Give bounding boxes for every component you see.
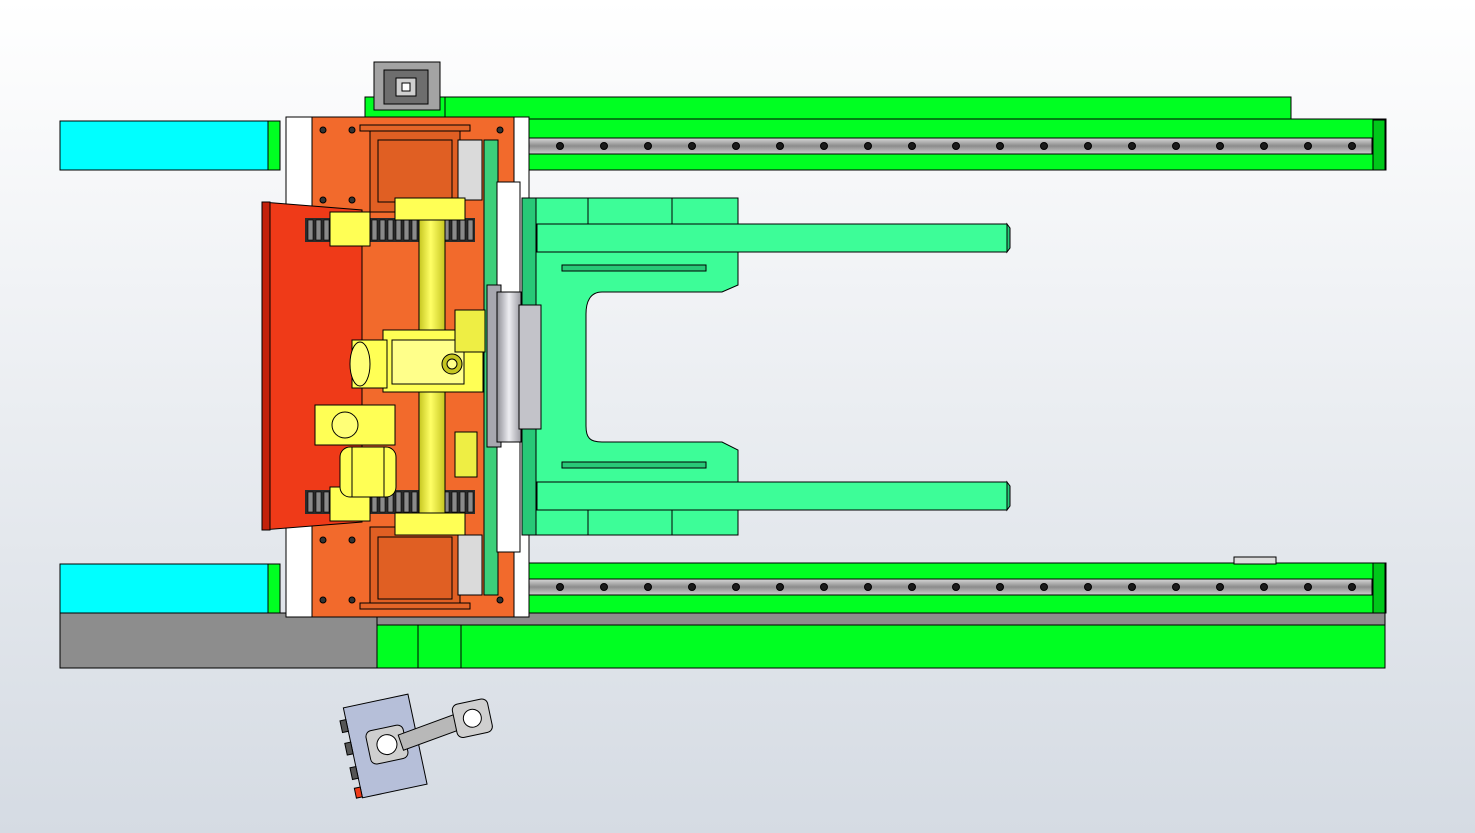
red-backplate[interactable] (261, 201, 363, 531)
rail-bolt-icon (688, 142, 696, 150)
carriage-bolt (319, 536, 327, 544)
motor[interactable] (314, 404, 478, 498)
rail-bolt-icon (820, 142, 828, 150)
gearbox[interactable] (349, 309, 486, 393)
rail-bolt-icon (908, 583, 916, 591)
chain-link (371, 219, 378, 241)
rail-bolt-icon (1348, 583, 1356, 591)
sensor-bracket[interactable] (337, 678, 501, 799)
chain-link (467, 491, 474, 513)
rail-bolt-icon (1084, 142, 1092, 150)
rail-bolt-icon (996, 142, 1004, 150)
carriage-bolt (496, 126, 504, 134)
rail-bolt-icon (952, 142, 960, 150)
rail-bolt-icon (820, 583, 828, 591)
chain-link (395, 491, 402, 513)
chain-link (315, 219, 322, 241)
chain-link (403, 219, 410, 241)
rail-bolt-icon (996, 583, 1004, 591)
chain-link (315, 491, 322, 513)
rail-bolt-icon (644, 142, 652, 150)
rail-bolt-icon (1040, 583, 1048, 591)
rail-bolt-icon (688, 583, 696, 591)
rail-bolt-icon (776, 142, 784, 150)
rail-bolt-icon (1304, 142, 1312, 150)
rail-bolt-icon (600, 583, 608, 591)
carriage-bolt (496, 596, 504, 604)
rail-bolt-icon (952, 583, 960, 591)
carriage-bolt (348, 126, 356, 134)
rail-bolt-icon (1172, 583, 1180, 591)
chain-link (403, 491, 410, 513)
rail-bolt-icon (1084, 583, 1092, 591)
rail-bolt-icon (732, 142, 740, 150)
rail-bolt-icon (1128, 142, 1136, 150)
chain-link (379, 219, 386, 241)
carriage-bolt (348, 196, 356, 204)
rail-bolt-icon (864, 142, 872, 150)
rail-bolt-icon (1304, 583, 1312, 591)
rail-bolt-icon (732, 583, 740, 591)
rail-bolt-icon (1172, 142, 1180, 150)
chain-link (459, 219, 466, 241)
carriage-bolt (319, 196, 327, 204)
rail-bolt-icon (1260, 583, 1268, 591)
chain-link (323, 219, 330, 241)
chain-link (411, 219, 418, 241)
bottom-rail[interactable] (519, 556, 1387, 614)
rail-bolt-icon (1128, 583, 1136, 591)
carriage-bolt (319, 596, 327, 604)
rail-bolt-icon (644, 583, 652, 591)
chain-link (307, 219, 314, 241)
chain-link (323, 491, 330, 513)
chain-link (467, 219, 474, 241)
carriage-bolt (348, 536, 356, 544)
rail-bolt-icon (1216, 142, 1224, 150)
rail-bolt-icon (1348, 142, 1356, 150)
fork[interactable] (521, 197, 1011, 536)
chain-link (451, 219, 458, 241)
rail-bolt-icon (908, 142, 916, 150)
carriage-bolt (348, 596, 356, 604)
rail-bolt-icon (600, 142, 608, 150)
rail-bolt-icon (1260, 142, 1268, 150)
cyan-end-stop-top[interactable] (59, 120, 281, 171)
base-beam[interactable] (59, 612, 1386, 669)
rail-bolt-icon (1216, 583, 1224, 591)
chain-link (451, 491, 458, 513)
rail-bolt-icon (556, 583, 564, 591)
rail-bolt-row-top (556, 142, 1356, 150)
chain-link (411, 491, 418, 513)
chain-link (307, 491, 314, 513)
servo-motor[interactable] (373, 61, 441, 111)
rail-bolt-icon (776, 583, 784, 591)
chain-link (459, 491, 466, 513)
carriage-bolt (319, 126, 327, 134)
chain-link (387, 219, 394, 241)
rail-bolt-row-bottom (556, 583, 1356, 591)
cyan-end-stop-bottom[interactable] (59, 563, 281, 614)
rail-bolt-icon (1040, 142, 1048, 150)
rail-bolt-icon (864, 583, 872, 591)
chain-link (395, 219, 402, 241)
rotary-disc[interactable] (486, 284, 542, 448)
rail-bolt-icon (556, 142, 564, 150)
